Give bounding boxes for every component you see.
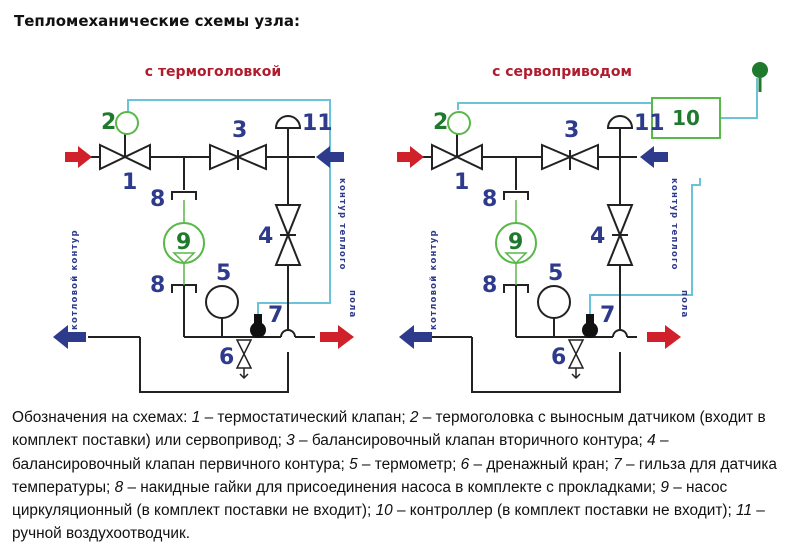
boiler-circuit-label: котловой контур bbox=[70, 229, 80, 330]
label-9: 9 bbox=[176, 230, 191, 255]
legend-num: 4 bbox=[647, 432, 656, 450]
circulation-pump-icon bbox=[163, 200, 205, 285]
cold-outlet-arrow bbox=[399, 325, 432, 349]
legend-num: 10 bbox=[375, 502, 393, 520]
legend-intro: Обозначения на схемах: bbox=[12, 409, 192, 426]
hot-outlet-arrow bbox=[647, 325, 681, 349]
circulation-pump-icon bbox=[495, 200, 537, 285]
label-2: 2 bbox=[101, 110, 116, 135]
label-4: 4 bbox=[590, 224, 605, 249]
label-6: 6 bbox=[551, 345, 566, 370]
label-6: 6 bbox=[219, 345, 234, 370]
hot-outlet-arrow bbox=[320, 325, 354, 349]
sensor-capillary bbox=[127, 99, 331, 318]
scheme-2-subtitle: с сервоприводом bbox=[492, 64, 632, 80]
label-8a: 8 bbox=[150, 187, 165, 212]
legend-desc: – дренажный кран; bbox=[469, 455, 614, 473]
hot-inlet-arrow bbox=[397, 146, 424, 168]
legend-desc: – насос циркуляционный (в комплект поста… bbox=[12, 478, 728, 520]
label-5: 5 bbox=[216, 261, 231, 286]
air-vent-icon bbox=[606, 115, 634, 129]
scheme-servo: с сервоприводом 10 bbox=[397, 62, 768, 393]
servo-drive-icon bbox=[447, 111, 471, 135]
label-7: 7 bbox=[600, 303, 615, 328]
legend-num: 1 bbox=[191, 409, 201, 426]
legend-desc: – накидные гайки для присоединения насос… bbox=[123, 478, 661, 496]
page-title: Тепломеханические схемы узла: bbox=[14, 12, 301, 30]
label-3: 3 bbox=[232, 118, 247, 143]
floor-circuit-label-2: пола bbox=[679, 290, 689, 318]
legend-desc: – балансировочный клапан вторичного конт… bbox=[294, 432, 648, 450]
label-9: 9 bbox=[508, 230, 523, 255]
boiler-circuit-label: котловой контур bbox=[429, 229, 439, 330]
legend-desc: – термостатический клапан; bbox=[200, 409, 410, 426]
legend-num: 6 bbox=[460, 455, 470, 473]
air-vent-icon bbox=[274, 115, 302, 129]
floor-circuit-label-1: контур теплого bbox=[669, 178, 679, 271]
legend-desc: – термометр; bbox=[357, 455, 461, 473]
cold-outlet-arrow bbox=[53, 325, 86, 349]
legend-num: 8 bbox=[114, 478, 124, 496]
legend-num: 7 bbox=[613, 455, 622, 473]
controller-box bbox=[651, 97, 721, 139]
legend-desc: – контроллер (в комплект поставки не вхо… bbox=[392, 502, 737, 520]
label-8a: 8 bbox=[482, 187, 497, 212]
cold-inlet-arrow bbox=[640, 146, 668, 168]
legend-num: 11 bbox=[736, 502, 753, 520]
label-2: 2 bbox=[433, 110, 448, 135]
outdoor-sensor-wire bbox=[720, 78, 758, 119]
sensor-sleeve-icon bbox=[582, 314, 598, 338]
servo-wire bbox=[457, 102, 652, 110]
legend-num: 2 bbox=[409, 409, 419, 426]
thermostatic-valve-icon bbox=[99, 134, 151, 171]
label-5: 5 bbox=[548, 261, 563, 286]
legend-desc: – ручной воздухоотводчик. bbox=[12, 502, 765, 543]
legend-num: 5 bbox=[349, 455, 358, 473]
label-1: 1 bbox=[454, 170, 469, 195]
scheme-thermohead: с термоголовкой bbox=[53, 64, 357, 393]
label-10: 10 bbox=[672, 106, 700, 130]
legend-desc: – термоголовка с выносным датчиком (вход… bbox=[12, 409, 766, 450]
label-11: 11 bbox=[634, 111, 665, 136]
label-8b: 8 bbox=[482, 273, 497, 298]
scheme-1-subtitle: с термоголовкой bbox=[145, 64, 281, 80]
label-8b: 8 bbox=[150, 273, 165, 298]
floor-circuit-label-2: пола bbox=[347, 290, 357, 318]
balancing-valve-secondary-icon bbox=[209, 143, 267, 171]
legend-num: 9 bbox=[660, 478, 669, 496]
label-3: 3 bbox=[564, 118, 579, 143]
thermostatic-valve-icon bbox=[431, 134, 483, 171]
thermohead-icon bbox=[115, 111, 139, 135]
drain-valve-icon bbox=[235, 339, 253, 380]
label-7: 7 bbox=[268, 303, 283, 328]
sensor-sleeve-icon bbox=[250, 314, 266, 338]
balancing-valve-secondary-icon bbox=[541, 143, 599, 171]
floor-circuit-label-1: контур теплого bbox=[337, 178, 347, 271]
outdoor-sensor-icon bbox=[752, 62, 768, 92]
cold-inlet-arrow bbox=[316, 146, 344, 168]
label-11: 11 bbox=[302, 111, 333, 136]
label-4: 4 bbox=[258, 224, 273, 249]
legend-text: Обозначения на схемах: 1 – термостатичес… bbox=[12, 406, 797, 546]
legend-desc: – балансировочный клапан первичного конт… bbox=[12, 432, 669, 473]
hot-inlet-arrow bbox=[65, 146, 92, 168]
sensor-wire bbox=[589, 178, 701, 315]
label-1: 1 bbox=[122, 170, 137, 195]
balancing-valve-primary-icon bbox=[274, 204, 302, 266]
balancing-valve-primary-icon bbox=[606, 204, 634, 266]
thermometer-icon bbox=[205, 285, 239, 337]
legend-desc: – гильза для датчика температуры; bbox=[12, 455, 777, 496]
drain-valve-icon bbox=[567, 339, 585, 380]
thermometer-icon bbox=[537, 285, 571, 337]
schemes-diagram: с термоголовкой bbox=[53, 62, 768, 393]
legend-num: 3 bbox=[286, 432, 295, 450]
